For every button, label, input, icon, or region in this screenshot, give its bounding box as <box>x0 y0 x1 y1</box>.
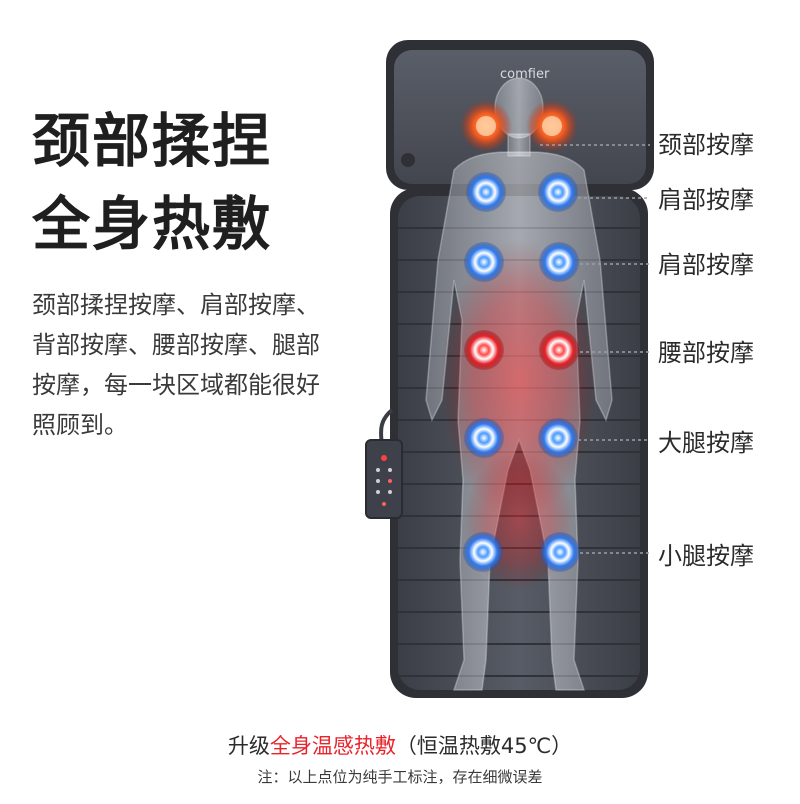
callout-shoulder-massage-upper: 肩部按摩 <box>658 186 754 214</box>
pillow-button-icon <box>401 153 415 167</box>
calf-nodes <box>463 532 580 572</box>
waist-nodes <box>464 330 579 370</box>
brand-logo: comfier <box>500 67 550 82</box>
heat-prefix: 升级 <box>227 734 270 758</box>
heat-feature-line: 升级全身温感热敷（恒温热敷45℃） <box>0 730 800 760</box>
callout-leader-lines <box>540 144 650 554</box>
headline-line-2: 全身热敷 <box>32 190 273 258</box>
thigh-nodes <box>464 418 578 458</box>
callout-shoulder-massage-lower: 肩部按摩 <box>658 251 754 279</box>
heat-accent: 全身温感热敷 <box>269 734 396 758</box>
description-line: 背部按摩、腰部按摩、腿部 <box>32 331 320 359</box>
description-line: 按摩，每一块区域都能很好 <box>32 371 320 399</box>
headline-line-1: 颈部揉捏 <box>32 107 273 175</box>
callout-waist-massage: 腰部按摩 <box>658 339 754 367</box>
description-line: 颈部揉捏按摩、肩部按摩、 <box>32 291 320 319</box>
disclaimer-note: 注：以上点位为纯手工标注，存在细微误差 <box>257 768 543 786</box>
description-line: 照顾到。 <box>32 411 128 439</box>
callout-calf-massage: 小腿按摩 <box>658 542 754 570</box>
heat-suffix: （恒温热敷45℃） <box>395 734 573 758</box>
neck-kneading-nodes <box>460 100 578 152</box>
feature-description: 颈部揉捏按摩、肩部按摩、 背部按摩、腰部按摩、腿部 按摩，每一块区域都能很好 照… <box>32 285 377 445</box>
shoulder-nodes-upper <box>466 172 578 212</box>
remote-power-icon <box>381 455 387 461</box>
callout-neck-massage: 颈部按摩 <box>658 131 754 159</box>
callout-thigh-massage: 大腿按摩 <box>658 429 754 457</box>
remote-controller[interactable] <box>365 408 403 519</box>
shoulder-nodes-lower <box>464 242 579 282</box>
